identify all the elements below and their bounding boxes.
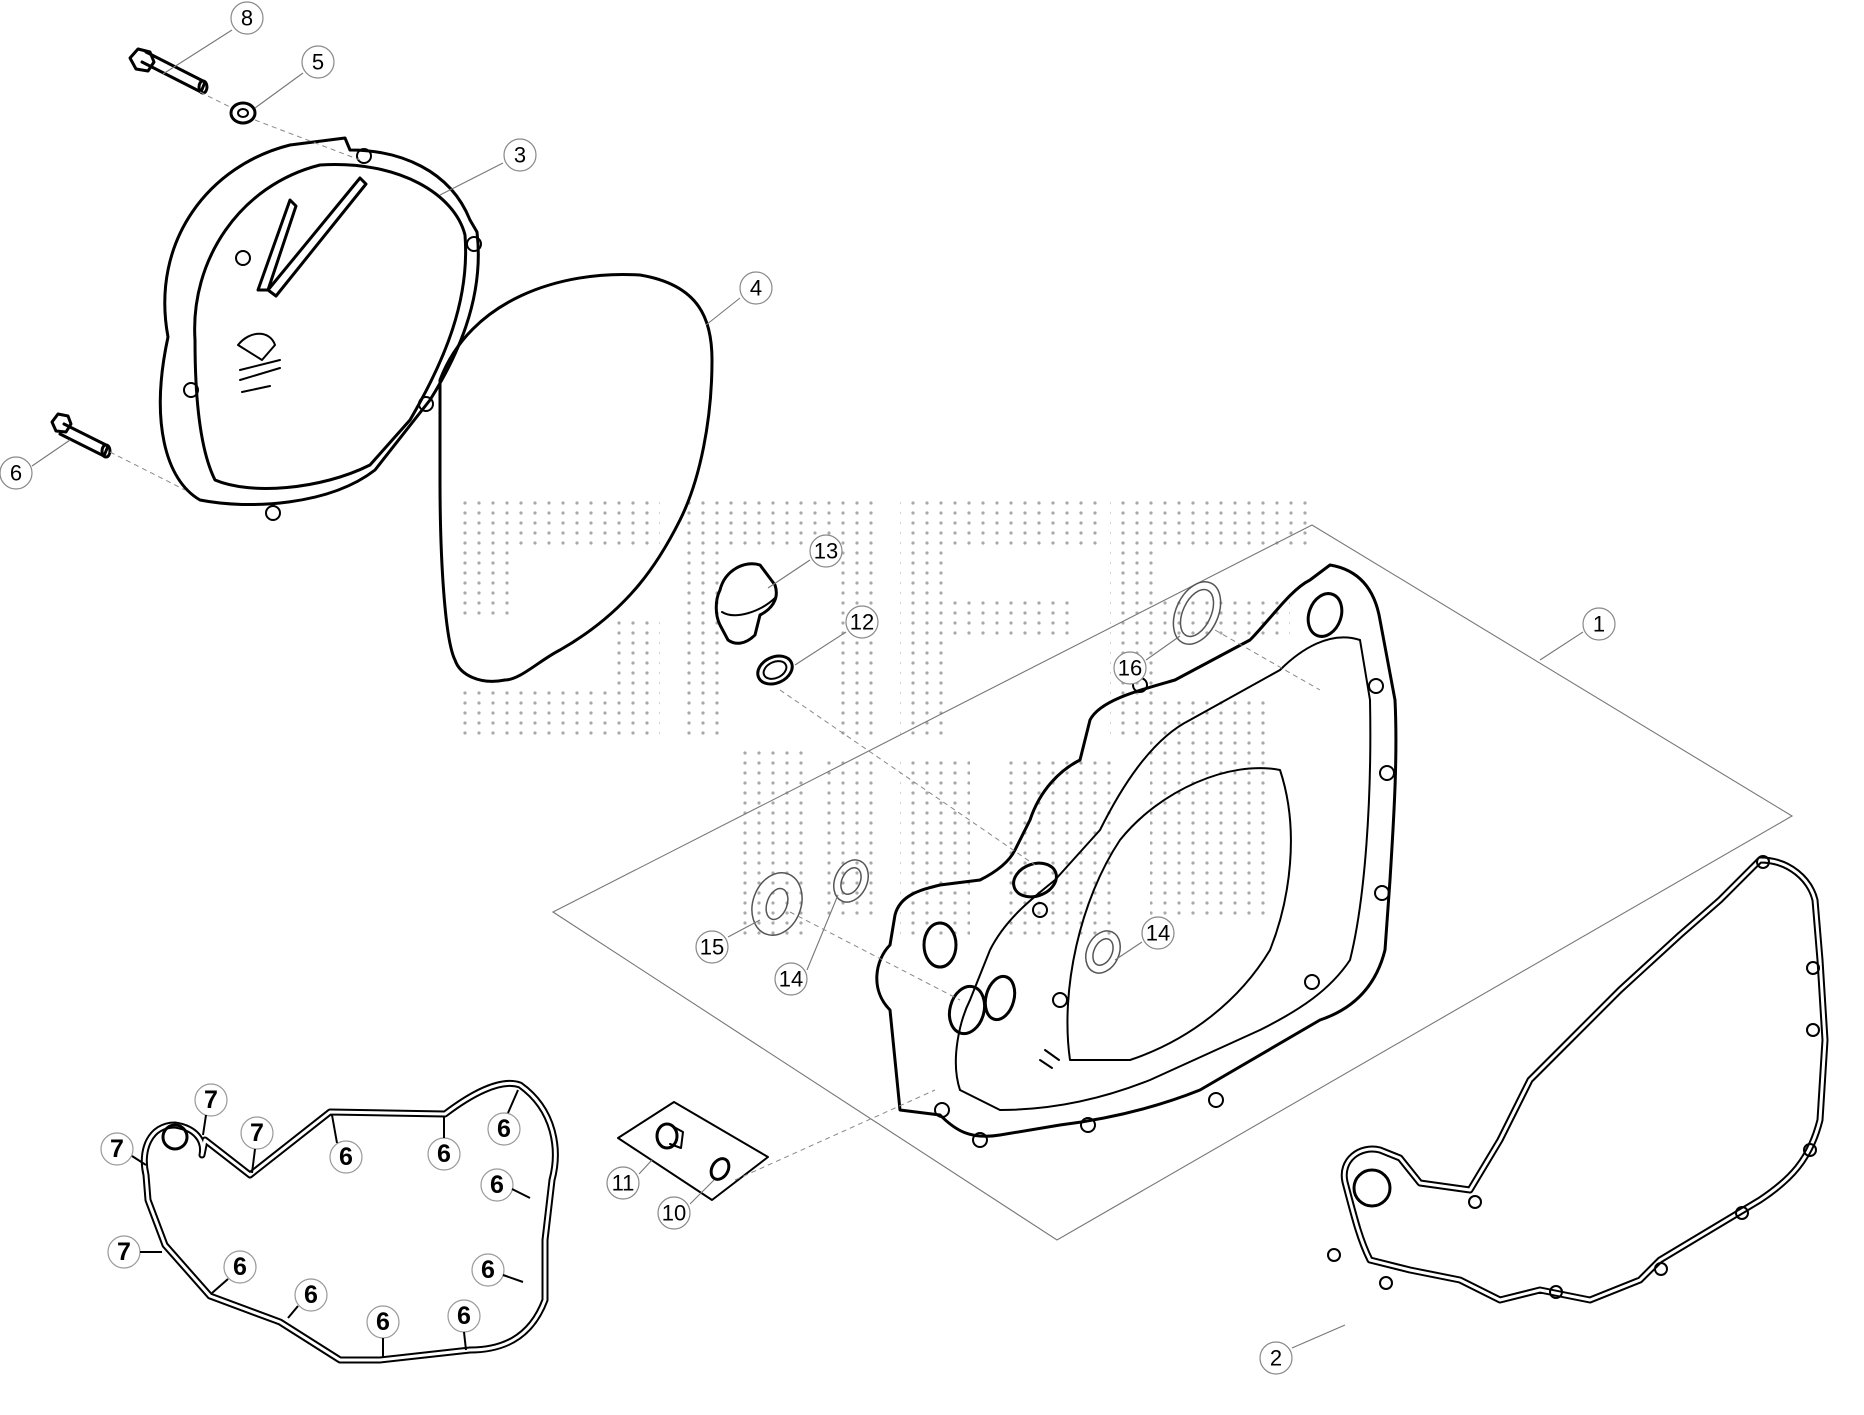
leader-lines: [31, 29, 1584, 1349]
callout-4: 4: [739, 271, 773, 305]
callout-3: 3: [503, 138, 537, 172]
svg-text:14: 14: [779, 967, 803, 992]
part-4-oring: [438, 272, 714, 683]
svg-text:6: 6: [304, 1281, 318, 1309]
svg-text:15: 15: [700, 935, 724, 960]
callout-13: 13: [809, 534, 843, 568]
svg-text:6: 6: [437, 1140, 451, 1168]
svg-text:6: 6: [233, 1253, 247, 1281]
gasket-callout-6: 6: [471, 1253, 505, 1287]
svg-text:3: 3: [514, 143, 526, 168]
callout-2: 2: [1259, 1341, 1293, 1375]
part-13-plug: [714, 562, 778, 645]
svg-text:12: 12: [850, 610, 874, 635]
assembly-outline-part-1: [551, 524, 1794, 1241]
callout-8: 8: [230, 1, 264, 35]
watermark: [460, 500, 1310, 940]
gasket-callout-6: 6: [487, 1112, 521, 1146]
svg-text:5: 5: [312, 50, 324, 75]
callout-14-right: 14: [1141, 916, 1175, 950]
part-5-washer: [229, 101, 257, 125]
svg-text:16: 16: [1118, 656, 1142, 681]
gasket-callout-6: 6: [480, 1168, 514, 1202]
callout-14-left: 14: [774, 962, 808, 996]
gasket-callout-6: 6: [366, 1305, 400, 1339]
part-1-side-cover: [875, 563, 1398, 1148]
part-16-seal: [1172, 581, 1222, 645]
svg-text:1: 1: [1593, 612, 1605, 637]
gasket-callout-6: 6: [447, 1299, 481, 1333]
part-6-bolt: [50, 412, 112, 459]
svg-text:10: 10: [662, 1201, 686, 1226]
left-gasket-with-bolt-positions: [140, 1080, 559, 1364]
svg-text:7: 7: [110, 1135, 124, 1163]
gasket-callout-7: 7: [240, 1116, 274, 1150]
svg-text:2: 2: [1270, 1346, 1282, 1371]
callout-5: 5: [301, 45, 335, 79]
gasket-callout-7: 7: [100, 1132, 134, 1166]
callout-10: 10: [657, 1196, 691, 1230]
svg-text:6: 6: [490, 1171, 504, 1199]
svg-text:6: 6: [457, 1302, 471, 1330]
callout-12: 12: [845, 605, 879, 639]
svg-text:7: 7: [204, 1086, 218, 1114]
gasket-callout-7: 7: [194, 1083, 228, 1117]
callout-11: 11: [606, 1166, 640, 1200]
svg-text:13: 13: [814, 539, 838, 564]
part-3-outer-cover: [158, 136, 482, 521]
gasket-leaders: [131, 1089, 531, 1358]
svg-text:4: 4: [750, 276, 762, 301]
svg-text:6: 6: [497, 1115, 511, 1143]
gasket-callout-6: 6: [329, 1140, 363, 1174]
callout-1: 1: [1582, 607, 1616, 641]
svg-text:6: 6: [339, 1143, 353, 1171]
svg-text:6: 6: [481, 1256, 495, 1284]
part-2-gasket: [1327, 855, 1829, 1304]
gasket-callout-6: 6: [427, 1137, 461, 1171]
parts-10-11-kit: [617, 1101, 769, 1201]
svg-text:7: 7: [117, 1238, 131, 1266]
part-14-bearing-left: [833, 859, 869, 903]
callout-16: 16: [1113, 651, 1147, 685]
svg-text:7: 7: [250, 1119, 264, 1147]
svg-text:11: 11: [612, 1171, 635, 1196]
svg-text:14: 14: [1146, 921, 1170, 946]
callout-6-bolt: 6: [0, 456, 33, 490]
svg-text:6: 6: [376, 1308, 390, 1336]
part-12-oring: [756, 654, 794, 686]
gasket-callout-6: 6: [294, 1278, 328, 1312]
svg-text:8: 8: [241, 6, 253, 31]
svg-text:6: 6: [10, 461, 22, 486]
gasket-callout-7: 7: [107, 1235, 141, 1269]
gasket-callout-6: 6: [223, 1250, 257, 1284]
part-15-seal: [751, 872, 803, 936]
callout-15: 15: [695, 930, 729, 964]
